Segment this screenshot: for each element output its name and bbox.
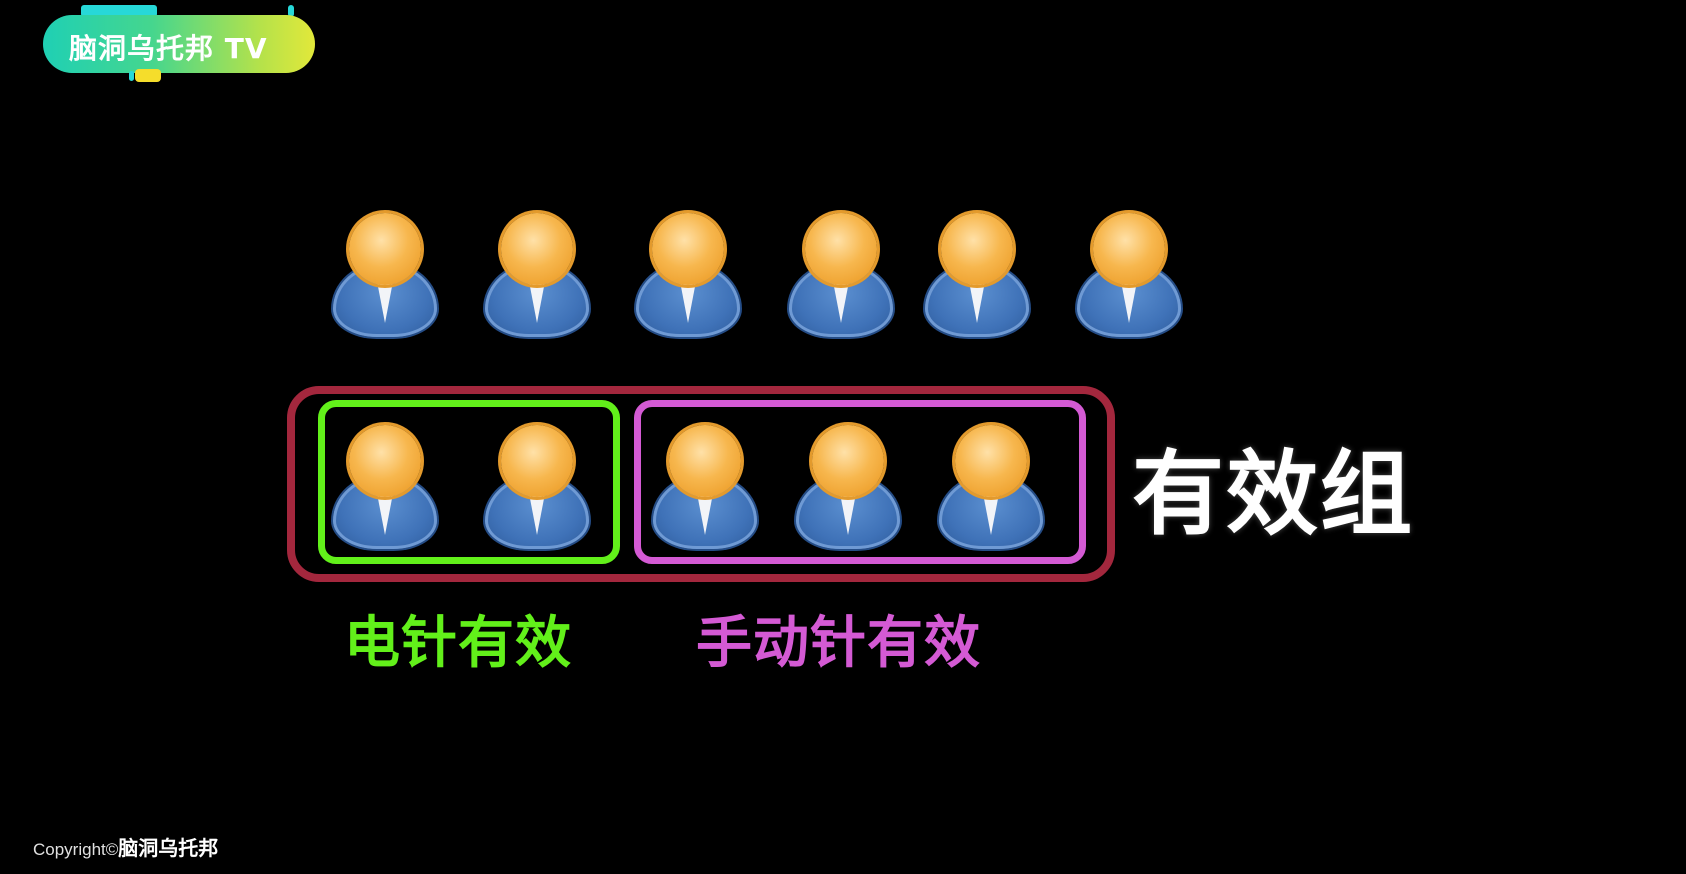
channel-logo: 脑洞乌托邦 TV <box>43 5 315 83</box>
logo-text: 脑洞乌托邦 TV <box>69 32 268 65</box>
logo-accent-dot <box>288 5 294 17</box>
person-icon <box>331 213 439 339</box>
copyright-brand: 脑洞乌托邦 <box>118 838 219 860</box>
logo-pill: 脑洞乌托邦 TV <box>43 15 315 73</box>
logo-accent-dot-bottom <box>129 71 134 81</box>
person-icon <box>331 425 439 551</box>
copyright-prefix: Copyright© <box>33 840 119 859</box>
person-icon <box>1075 213 1183 339</box>
electroacupuncture-group-box <box>318 400 620 564</box>
person-icon <box>483 213 591 339</box>
logo-accent-top <box>81 5 157 17</box>
logo-accent-bottom <box>135 69 161 82</box>
manual-acupuncture-group-box <box>634 400 1086 564</box>
effective-group-title: 有效组 <box>1132 441 1415 548</box>
person-icon <box>794 425 902 551</box>
person-icon <box>634 213 742 339</box>
copyright-notice: Copyright©脑洞乌托邦 <box>33 832 218 861</box>
electroacupuncture-label: 电针有效 <box>344 611 572 676</box>
effective-group-box <box>287 386 1115 582</box>
person-icon <box>651 425 759 551</box>
person-icon <box>483 425 591 551</box>
manual-acupuncture-label: 手动针有效 <box>696 611 981 676</box>
person-icon <box>937 425 1045 551</box>
person-icon <box>787 213 895 339</box>
person-icon <box>923 213 1031 339</box>
